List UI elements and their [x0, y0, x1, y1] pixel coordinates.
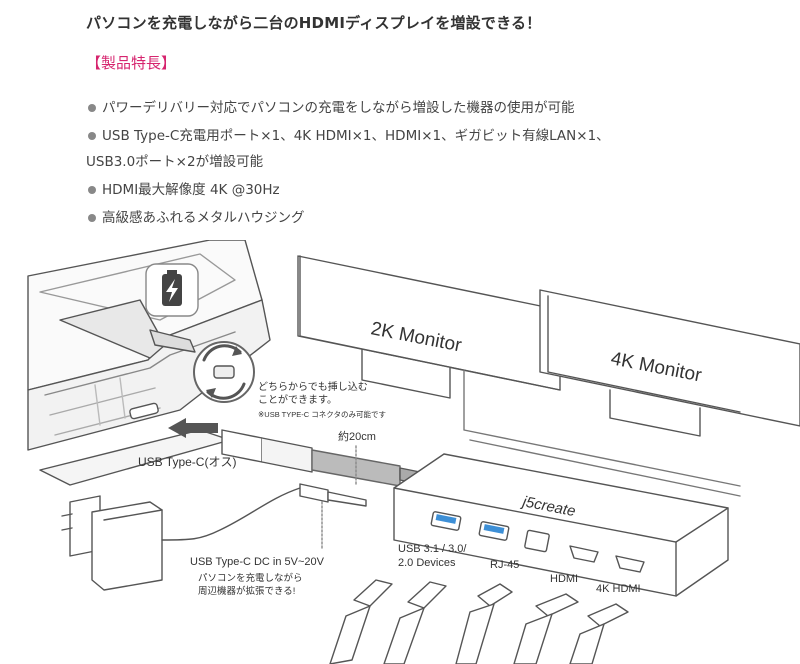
rj45-label: RJ-45 — [490, 559, 519, 571]
hdmi-label: HDMI — [550, 573, 578, 585]
feature-item: HDMI最大解像度 4K @30Hz — [86, 176, 686, 204]
usb-c-dc-connector — [299, 483, 367, 507]
hdmi-4k-label: 4K HDMI — [596, 583, 641, 595]
usb-a-plug — [329, 579, 393, 664]
product-illustration: 2K Monitor 4K Monitor どちらからでも挿し込む ことができま… — [0, 240, 800, 664]
reversible-note-small: ※USB TYPE-C コネクタのみ可能です — [258, 409, 386, 419]
usb-c-male-connector — [221, 429, 421, 487]
hdmi-4k-plug — [569, 603, 629, 664]
feature-item: パワーデリバリー対応でパソコンの充電をしながら増設した機器の使用が可能 — [86, 94, 686, 122]
monitor-4k — [539, 289, 800, 437]
feature-item-continuation: USB3.0ポート×2が増設可能 — [86, 154, 264, 170]
charging-note-line2: 周辺機器が拡張できる! — [198, 585, 295, 597]
hdmi-plug — [513, 593, 579, 664]
reversible-note-line1: どちらからでも挿し込む — [258, 380, 368, 393]
usb-devices-label-line1: USB 3.1 / 3.0/ — [398, 543, 467, 555]
usb-a-plug — [383, 581, 447, 664]
feature-list: パワーデリバリー対応でパソコンの充電をしながら増設した機器の使用が可能 USB … — [86, 94, 686, 232]
section-title: 【製品特長】 — [86, 54, 177, 72]
battery-charging-icon — [145, 263, 199, 317]
usb-c-male-label: USB Type-C(オス) — [138, 455, 236, 469]
monitor-2k — [297, 255, 741, 497]
power-adapter — [61, 487, 301, 591]
dc-input-label: USB Type-C DC in 5V~20V — [190, 556, 325, 568]
laptop-illustration — [27, 240, 271, 486]
usb-c-hub — [393, 453, 729, 597]
charging-note-line1: パソコンを充電しながら — [198, 572, 303, 584]
cable-length-label: 約20cm — [338, 429, 376, 443]
rotate-arrows-icon — [193, 341, 255, 403]
reversible-note-line2: ことができます。 — [258, 393, 337, 406]
usb-devices-label-line2: 2.0 Devices — [398, 557, 456, 569]
headline: パソコンを充電しながら二台のHDMIディスプレイを増設できる！ — [86, 14, 542, 32]
rj45-plug — [455, 583, 513, 664]
insert-arrow-icon — [168, 418, 218, 438]
feature-item: USB Type-C充電用ポート×1、4K HDMI×1、HDMI×1、ギガビッ… — [86, 122, 686, 150]
feature-item: 高級感あふれるメタルハウジング — [86, 204, 686, 232]
